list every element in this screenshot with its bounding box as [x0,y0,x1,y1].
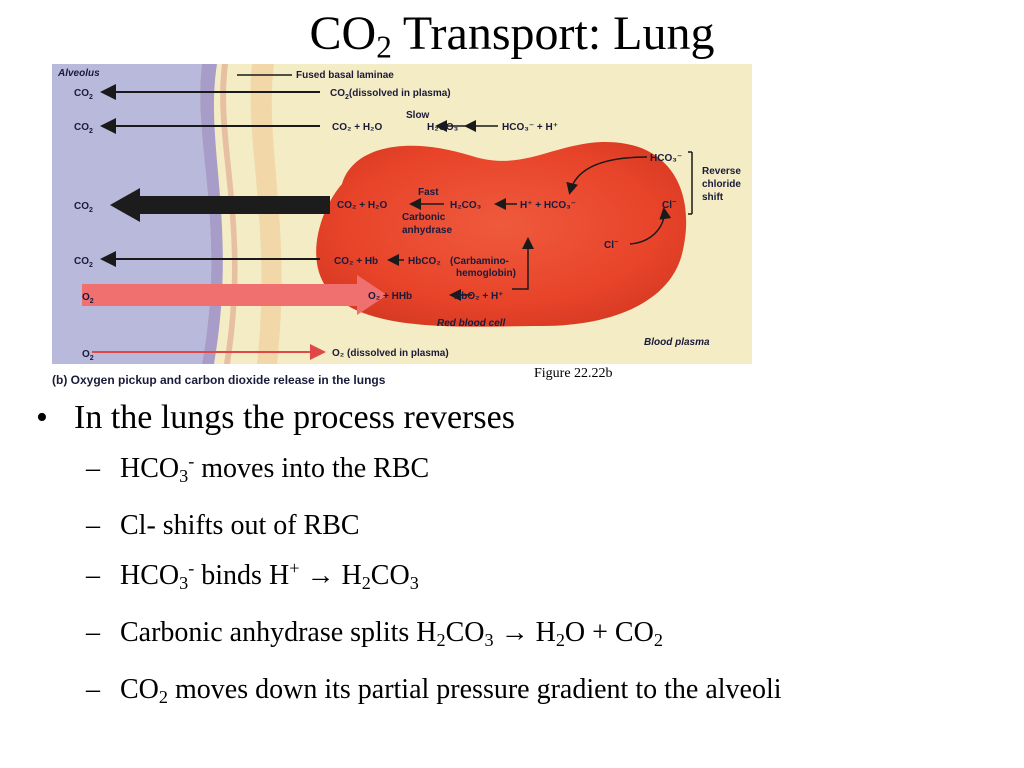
row5-right-label: HbO₂ + H⁺ [454,291,503,302]
co2-transport-figure: Alveolus Fused basal laminae CO2 CO2(dis… [52,64,752,364]
figure-reference: Figure 22.22b [534,366,613,381]
row3-right-label: H⁺ + HCO₃⁻ [520,200,576,211]
bullet-main: • In the lungs the process reverses [36,399,515,436]
row5-left-label: O₂ + HHb [368,291,412,302]
row4-left-label: CO₂ + Hb [334,256,378,267]
row1-dissolved-label: CO2(dissolved in plasma) [330,88,451,101]
proton-path [512,237,534,290]
bullet-list: • In the lungs the process reverses – HC… [36,398,782,714]
alveolus-label: Alveolus [57,68,100,79]
o2-pickup-arrow [82,284,357,306]
row2-h2co3-label: H₂CO₃ [427,122,459,133]
arrow-icon: → [299,560,342,592]
row6-dissolved-label: O₂ (dissolved in plasma) [332,348,449,359]
co2-release-arrow [140,196,330,214]
chloride-exit-path [629,207,672,245]
cl-right-label: Cl− [662,199,676,211]
rbc-label: Red blood cell [437,318,506,329]
sub-bullet-dash: – [86,674,100,706]
o2-pickup-arrowhead [357,275,387,315]
row6-o2-label: O2 [82,349,94,362]
carbonic-label-2: anhydrase [402,225,452,236]
carbamino-label-1: (Carbamino- [450,256,509,267]
sub-bullet-dash: – [86,510,100,542]
hco3-top-label: HCO₃⁻ [650,153,682,164]
carbamino-label-2: hemoglobin) [456,268,516,279]
sub-bullet-dash: – [86,560,100,592]
row2-eq-label: CO₂ + H₂O [332,122,383,133]
fast-label: Fast [418,187,439,198]
red-blood-cell-shape [316,141,687,327]
carbonic-label-1: Carbonic [402,212,446,223]
sub-bullet-hco3-binds: – HCO3- binds H+ → H2CO3 [86,558,419,594]
sub-bullet-carbonic-anhydrase: – Carbonic anhydrase splits H2CO3 → H2O … [86,617,663,651]
row3-co2-label: CO2 [74,201,93,214]
sub-bullet-dash: – [86,453,100,484]
plasma-label: Blood plasma [644,337,710,348]
sub-bullet-cl-shift: – Cl- shifts out of RBC [86,510,360,542]
cl-inner-label: Cl− [604,239,618,251]
sub-bullet-dash: – [86,617,100,649]
row4-co2-label: CO2 [74,256,93,269]
slide-title: CO2 Transport: Lung [309,7,715,65]
row3-left-label: CO₂ + H₂O [337,200,388,211]
fused-basal-label: Fused basal laminae [296,70,394,81]
hco3-entry-path [566,156,648,195]
row2-co2-label: CO2 [74,122,93,135]
co2-release-arrowhead [110,188,140,222]
reverse-label-3: shift [702,192,724,203]
row4-mid-label: HbCO₂ [408,256,441,267]
bullet-dot: • [36,399,48,436]
figure-caption: (b) Oxygen pickup and carbon dioxide rel… [52,373,386,387]
sub-bullet-hco3-moves: – HCO3- moves into the RBC [86,451,430,487]
slow-label: Slow [406,110,430,121]
reverse-label-1: Reverse [702,166,741,177]
row2-hco3-label: HCO₃⁻ + H⁺ [502,122,558,133]
sub-bullet-co2-gradient: – CO2 moves down its partial pressure gr… [86,674,782,708]
row5-o2-label: O2 [82,292,94,305]
row3-mid-label: H₂CO₃ [450,200,482,211]
arrow-icon: → [493,617,536,649]
row1-co2-label: CO2 [74,88,93,101]
reverse-label-2: chloride [702,179,741,190]
